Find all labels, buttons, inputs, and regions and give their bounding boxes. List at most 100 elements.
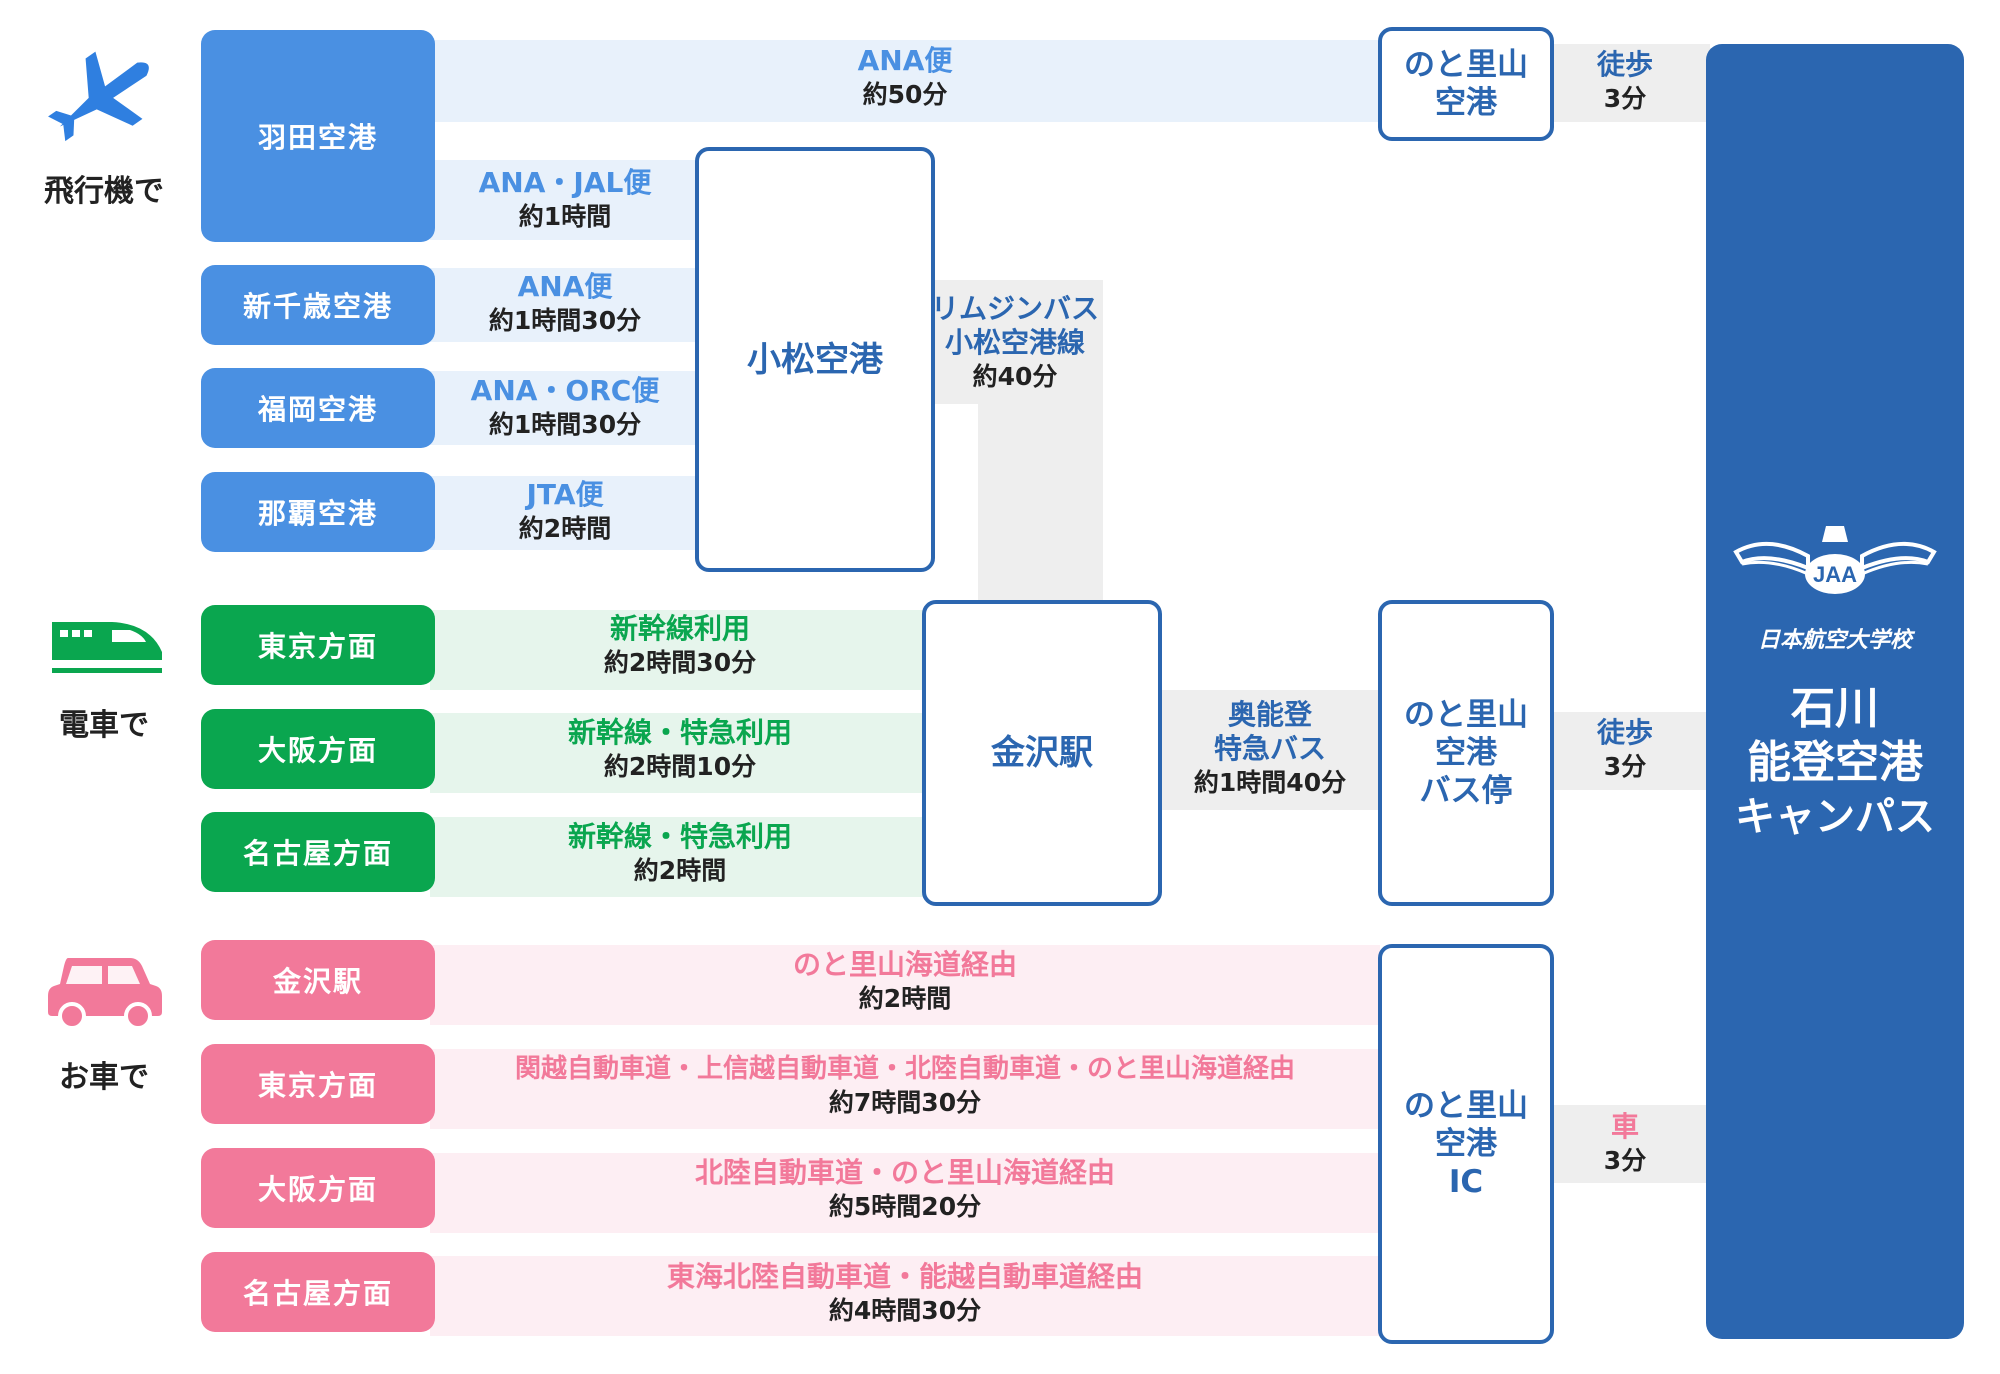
transfer-okunoto: 奥能登 特急バス 約1時間40分: [1160, 698, 1380, 800]
route-duration: 約1時間30分: [488, 306, 642, 335]
winged-emblem-icon: JAA: [1728, 522, 1942, 612]
origin-tokyo-car: 東京方面: [201, 1044, 435, 1124]
route-tokyo-train: 新幹線利用 約2時間30分: [540, 612, 820, 680]
origin-naha: 那覇空港: [201, 472, 435, 552]
route-duration: 約5時間20分: [828, 1192, 982, 1221]
route-title: 新幹線利用: [609, 612, 750, 645]
connector-naha: [430, 476, 700, 550]
transfer-duration: 3分: [1603, 84, 1647, 113]
route-kanazawa-car: のと里山海道経由 約2時間: [440, 948, 1370, 1016]
transfer-title: 徒歩: [1596, 48, 1653, 81]
hub-label: 空港: [1435, 85, 1497, 121]
hub-label: 小松空港: [747, 339, 883, 380]
hub-komatsu-airport: 小松空港: [695, 147, 935, 572]
connector-osaka-train: [430, 713, 940, 793]
route-duration: 約2時間: [858, 984, 952, 1013]
hub-kanazawa-station: 金沢駅: [922, 600, 1162, 906]
connector-nagoya-train: [430, 817, 940, 897]
hub-label: バス停: [1419, 773, 1513, 809]
origin-kanazawa-car: 金沢駅: [201, 940, 435, 1020]
category-plane-label: 飛行機で: [44, 174, 164, 209]
campus-name-line: キャンパス: [1735, 794, 1935, 840]
connector-car-nagoya: [430, 1256, 1380, 1336]
route-duration: 約2時間10分: [603, 752, 757, 781]
campus-panel: JAA 日本航空大学校 石川 能登空港 キャンパス: [1706, 44, 1964, 1339]
hub-label: 空港: [1435, 1126, 1497, 1162]
route-title: ANA便: [857, 44, 953, 77]
connector-haneda-noto: [430, 40, 1380, 122]
bullet-train-icon: [50, 612, 165, 682]
connector-car-tokyo: [430, 1049, 1380, 1129]
route-title: 東海北陸自動車道・能越自動車道経由: [666, 1260, 1143, 1293]
connector-chitose: [430, 268, 700, 342]
route-duration: 約2時間30分: [603, 648, 757, 677]
transfer-limousine: リムジンバス 小松空港線 約40分: [925, 292, 1105, 394]
route-osaka-train: 新幹線・特急利用 約2時間10分: [540, 716, 820, 784]
origin-nagoya-car: 名古屋方面: [201, 1252, 435, 1332]
connector-car-kanazawa: [430, 945, 1380, 1025]
transfer-car-last: 車 3分: [1560, 1110, 1690, 1178]
route-nagoya-car: 東海北陸自動車道・能越自動車道経由 約4時間30分: [440, 1260, 1370, 1328]
route-duration: 約7時間30分: [828, 1088, 982, 1117]
connector-tokyo-train: [430, 610, 940, 690]
category-train-label: 電車で: [59, 708, 149, 743]
transfer-line: 特急バス: [1213, 732, 1326, 765]
transfer-title: 車: [1610, 1110, 1639, 1143]
route-duration: 約4時間30分: [828, 1296, 982, 1325]
transfer-walk-top: 徒歩 3分: [1560, 48, 1690, 116]
route-title: ANA・JAL便: [478, 166, 652, 199]
route-title: JTA便: [526, 478, 604, 511]
route-duration: 約2時間: [633, 856, 727, 885]
origin-new-chitose: 新千歳空港: [201, 265, 435, 345]
route-fukuoka: ANA・ORC便 約1時間30分: [440, 374, 690, 442]
route-duration: 約50分: [862, 80, 948, 109]
transfer-duration: 約40分: [972, 362, 1058, 391]
route-duration: 約2時間: [518, 514, 612, 543]
campus-name-line: 石川: [1791, 683, 1879, 734]
hub-label: 空港: [1435, 735, 1497, 771]
hub-label: IC: [1448, 1164, 1484, 1200]
car-icon: [46, 950, 164, 1032]
route-tokyo-car: 関越自動車道・上信越自動車道・北陸自動車道・のと里山海道経由 約7時間30分: [440, 1052, 1370, 1120]
route-title: ANA・ORC便: [470, 374, 660, 407]
connector-limousine-h: [925, 280, 1103, 404]
route-title: 新幹線・特急利用: [567, 716, 792, 749]
campus-name: 石川 能登空港 キャンパス: [1706, 682, 1964, 844]
connector-limousine-v: [978, 390, 1103, 605]
origin-osaka-train: 大阪方面: [201, 709, 435, 789]
hub-label: のと里山: [1404, 1088, 1528, 1124]
transfer-duration: 約1時間40分: [1193, 768, 1347, 797]
transfer-title: 徒歩: [1596, 716, 1653, 749]
hub-label: のと里山: [1404, 47, 1528, 83]
route-duration: 約1時間: [518, 202, 612, 231]
connector-haneda-komatsu: [430, 160, 700, 240]
route-title: のと里山海道経由: [792, 948, 1017, 981]
origin-tokyo-train: 東京方面: [201, 605, 435, 685]
route-title: 関越自動車道・上信越自動車道・北陸自動車道・のと里山海道経由: [514, 1054, 1295, 1084]
route-title: 新幹線・特急利用: [567, 820, 792, 853]
hub-label: のと里山: [1404, 697, 1528, 733]
school-name: 日本航空大学校: [1757, 628, 1912, 653]
connector-fukuoka: [430, 371, 700, 445]
route-chitose: ANA便 約1時間30分: [440, 270, 690, 338]
route-haneda-noto: ANA便 約50分: [780, 44, 1030, 112]
route-naha: JTA便 約2時間: [440, 478, 690, 546]
category-car-label: お車で: [59, 1060, 149, 1095]
connector-car-osaka: [430, 1153, 1380, 1233]
airplane-icon: [40, 40, 170, 150]
campus-name-line: 能登空港: [1747, 737, 1923, 788]
hub-label: 金沢駅: [991, 733, 1093, 773]
route-haneda-komatsu: ANA・JAL便 約1時間: [440, 166, 690, 234]
transfer-line: リムジンバス: [930, 292, 1099, 325]
transfer-line: 奥能登: [1227, 698, 1312, 731]
connector-walk-mid: [1540, 712, 1710, 790]
route-title: 北陸自動車道・のと里山海道経由: [694, 1156, 1115, 1189]
route-duration: 約1時間30分: [488, 410, 642, 439]
route-osaka-car: 北陸自動車道・のと里山海道経由 約5時間20分: [440, 1156, 1370, 1224]
connector-walk-top: [1540, 44, 1710, 122]
origin-osaka-car: 大阪方面: [201, 1148, 435, 1228]
transfer-duration: 3分: [1603, 752, 1647, 781]
origin-fukuoka: 福岡空港: [201, 368, 435, 448]
connector-car-last: [1540, 1105, 1710, 1183]
hub-noto-bus-stop: のと里山 空港 バス停: [1378, 600, 1554, 906]
